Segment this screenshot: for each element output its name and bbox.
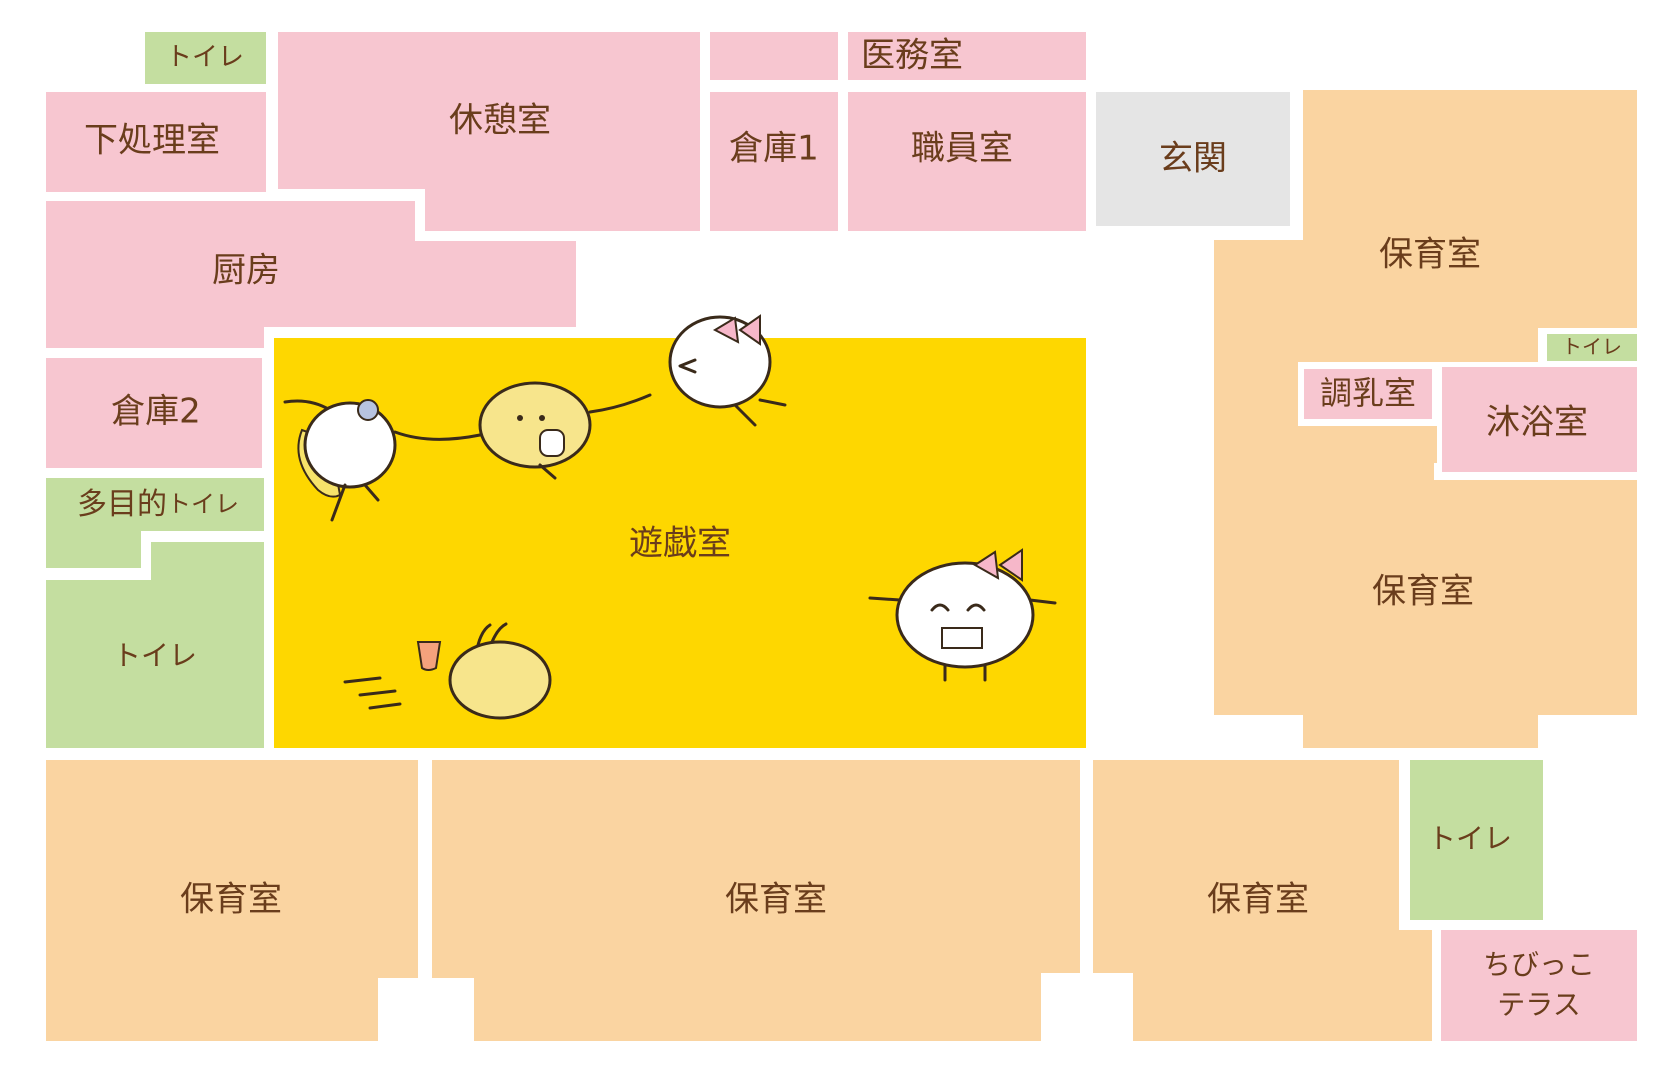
- room-toilet-left[interactable]: [46, 542, 264, 748]
- room-storage-1[interactable]: [710, 92, 838, 231]
- label-terrace-line2: テラス: [1497, 988, 1580, 1021]
- label-nursery-bottom-2: 保育室: [725, 880, 827, 920]
- bow-icon: [973, 548, 1023, 582]
- speed-line: [343, 676, 382, 684]
- label-kitchen: 厨房: [212, 251, 280, 291]
- room-multipurpose-toilet-ext: [46, 531, 141, 568]
- room-bath[interactable]: [1442, 367, 1637, 472]
- room-medical-small[interactable]: [710, 32, 838, 80]
- room-terrace[interactable]: [1441, 930, 1637, 1041]
- character-leg: [330, 483, 347, 522]
- label-multipurpose-prefix: 多目的: [77, 487, 167, 522]
- character-leg: [538, 463, 557, 480]
- character-arm: [393, 430, 482, 441]
- character-bun: [478, 381, 592, 469]
- character-smile: [895, 561, 1035, 669]
- character-arm: [868, 596, 902, 602]
- character-eye: [539, 415, 545, 421]
- character-mouth: [539, 429, 565, 457]
- room-toilet-right[interactable]: [1410, 760, 1543, 920]
- cup-icon: [416, 641, 442, 671]
- character-arm: [1028, 598, 1057, 605]
- label-entrance: 玄関: [1159, 139, 1227, 179]
- bow-icon: [712, 314, 761, 346]
- character-hair-strand: [490, 622, 508, 644]
- label-prep: 下処理室: [84, 121, 220, 161]
- room-toilet-small[interactable]: [1547, 334, 1637, 361]
- character-leg: [733, 403, 757, 427]
- label-toilet-small: トイレ: [1562, 335, 1622, 359]
- label-nursery-right-mid: 保育室: [1372, 572, 1474, 612]
- character-group: [283, 314, 1057, 720]
- room-nursery-bottom-3[interactable]: [1093, 760, 1432, 1041]
- character-runner: [448, 640, 552, 720]
- room-prep[interactable]: [46, 92, 266, 192]
- label-storage-2: 倉庫2: [111, 392, 201, 432]
- room-staff[interactable]: [848, 92, 1086, 231]
- label-toilet-right: トイレ: [1428, 822, 1512, 855]
- speed-line: [368, 702, 402, 710]
- label-nursery-bottom-1: 保育室: [180, 880, 282, 920]
- label-nursery-right-top: 保育室: [1379, 235, 1481, 275]
- label-multipurpose-toilet: 多目的トイレ: [77, 487, 239, 522]
- room-kitchen[interactable]: [46, 201, 576, 348]
- character-eye-stroke: [930, 603, 950, 612]
- label-break: 休憩室: [449, 101, 551, 141]
- character-leg: [363, 483, 380, 502]
- room-storage-2[interactable]: [46, 358, 262, 468]
- room-play[interactable]: [274, 338, 1086, 748]
- room-nursery-right-top[interactable]: [1214, 90, 1637, 463]
- character-leg: [758, 398, 787, 407]
- label-terrace-line1: ちびっこ: [1483, 948, 1595, 981]
- character-teeth: [941, 627, 983, 649]
- character-hair-strand: [476, 623, 492, 647]
- label-formula: 調乳室: [1320, 374, 1416, 412]
- label-nursery-bottom-3: 保育室: [1207, 880, 1309, 920]
- room-medical[interactable]: [848, 32, 1086, 80]
- label-staff: 職員室: [911, 129, 1013, 169]
- label-toilet-top: トイレ: [166, 43, 244, 73]
- character-arm: [588, 393, 652, 414]
- flower-icon: [357, 399, 379, 421]
- room-entrance[interactable]: [1096, 92, 1290, 226]
- room-toilet-top[interactable]: [145, 32, 266, 84]
- room-nursery-bottom-1[interactable]: [46, 760, 418, 1041]
- character-eye-stroke: [678, 358, 697, 374]
- character-eye: [517, 415, 523, 421]
- character-eye-stroke: [966, 603, 986, 612]
- room-break[interactable]: [278, 32, 700, 231]
- label-bath: 沐浴室: [1486, 403, 1588, 443]
- label-storage-1: 倉庫1: [729, 129, 819, 169]
- room-nursery-bottom-2[interactable]: [432, 760, 1080, 1041]
- speed-line: [358, 689, 397, 697]
- room-nursery-right-mid[interactable]: [1214, 463, 1637, 748]
- room-formula[interactable]: [1304, 369, 1432, 419]
- label-play: 遊戯室: [629, 524, 731, 564]
- label-toilet-left: トイレ: [113, 639, 197, 672]
- character-onigiri-1: [303, 401, 397, 489]
- character-onigiri-2: [668, 315, 772, 409]
- label-medical: 医務室: [861, 36, 963, 76]
- label-multipurpose-suffix: トイレ: [167, 490, 239, 518]
- room-multipurpose-toilet[interactable]: [46, 478, 264, 531]
